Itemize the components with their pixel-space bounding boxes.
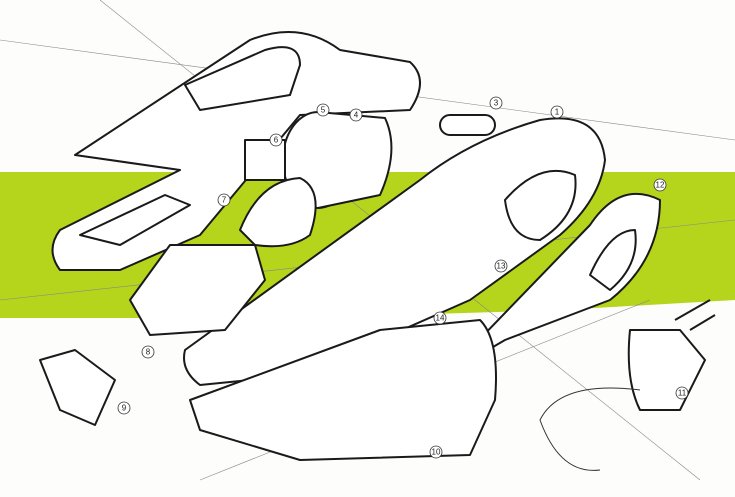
callout-8: 8 <box>141 345 155 359</box>
callout-number: 1 <box>555 108 560 117</box>
callout-number: 13 <box>497 262 506 271</box>
callout-6: 6 <box>269 133 283 147</box>
filter-block <box>244 139 286 181</box>
callout-circle <box>494 259 508 273</box>
callout-circle <box>141 345 155 359</box>
callout-circle <box>349 108 363 122</box>
front-nozzle <box>444 192 661 376</box>
callout-14: 14 <box>433 311 447 325</box>
callout-number: 7 <box>222 196 227 205</box>
callout-circle <box>433 311 447 325</box>
charger <box>627 329 706 411</box>
power-button <box>439 114 496 136</box>
end-cap <box>39 349 116 426</box>
callout-7: 7 <box>217 193 231 207</box>
callout-10: 10 <box>429 445 443 459</box>
callout-5: 5 <box>316 103 330 117</box>
motor-housing <box>317 111 393 209</box>
callout-number: 12 <box>656 181 665 190</box>
dust-bin <box>189 319 497 461</box>
callout-13: 13 <box>494 259 508 273</box>
callout-circle <box>550 105 564 119</box>
callout-number: 9 <box>122 404 127 413</box>
rear-handle-part <box>51 31 421 271</box>
main-body <box>183 117 606 386</box>
callout-12: 12 <box>653 178 667 192</box>
callout-circle <box>117 401 131 415</box>
callout-circle <box>429 445 443 459</box>
callout-number: 14 <box>436 314 445 323</box>
callout-9: 9 <box>117 401 131 415</box>
callout-number: 5 <box>321 106 326 115</box>
callout-1: 1 <box>550 105 564 119</box>
callout-circle <box>217 193 231 207</box>
callout-circle <box>316 103 330 117</box>
extension-tube <box>129 244 266 336</box>
callout-circle <box>269 133 283 147</box>
callout-number: 11 <box>678 389 687 398</box>
nozzle-filter <box>239 177 317 248</box>
callout-4: 4 <box>349 108 363 122</box>
callout-circle <box>653 178 667 192</box>
callout-11: 11 <box>675 386 689 400</box>
callout-number: 6 <box>274 136 279 145</box>
callout-number: 3 <box>494 99 499 108</box>
callout-number: 8 <box>146 348 151 357</box>
callout-3: 3 <box>489 96 503 110</box>
callout-circle <box>489 96 503 110</box>
callout-circle <box>675 386 689 400</box>
callout-number: 10 <box>432 448 441 457</box>
callout-number: 4 <box>354 111 359 120</box>
